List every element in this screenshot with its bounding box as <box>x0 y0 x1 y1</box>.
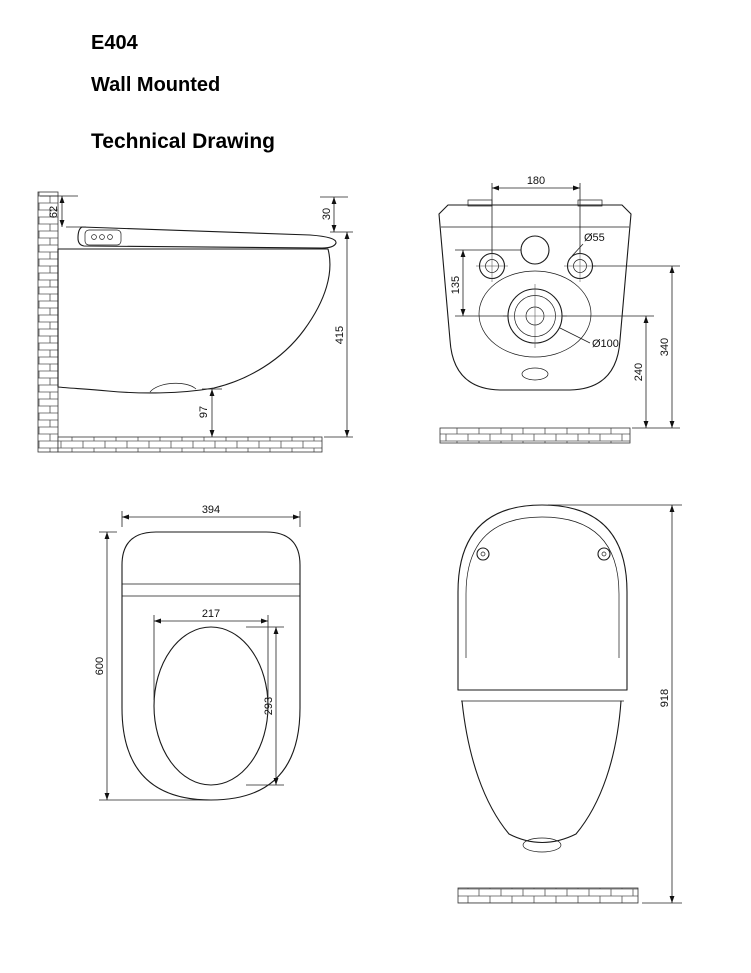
toilet-back-outline <box>438 204 632 391</box>
hinge-screw-right <box>597 547 611 561</box>
dimension-135: 135 <box>450 249 521 317</box>
control-panel <box>84 229 122 246</box>
lid-front-outline <box>457 504 628 691</box>
dim-97: 97 <box>198 406 210 418</box>
control-button-icon <box>91 234 97 240</box>
drawing-title: Technical Drawing <box>91 130 275 153</box>
dim-217: 217 <box>202 608 220 620</box>
dimension-30: 30 <box>320 196 353 233</box>
bowl-opening <box>153 626 269 786</box>
fixing-hole-left <box>476 250 508 282</box>
dim-600: 600 <box>94 657 106 675</box>
dimension-340: 340 <box>592 265 680 428</box>
mount-type-label: Wall Mounted <box>91 74 221 96</box>
base-foot <box>522 837 562 853</box>
seat-outline <box>121 531 301 801</box>
dimension-918: 918 <box>548 504 682 904</box>
seat-top-view: 394 600 217 293 <box>94 504 301 801</box>
fixing-hole-right <box>564 250 596 282</box>
bowl-contour <box>478 270 592 358</box>
dimension-97: 97 <box>198 388 222 437</box>
trap-detail <box>149 383 197 393</box>
dimension-415: 415 <box>324 232 353 438</box>
dim-180: 180 <box>527 175 545 187</box>
dimension-217: 217 <box>153 608 269 700</box>
hinge-tab <box>577 199 603 207</box>
hinge-screw-left <box>476 547 490 561</box>
dimension-180: 180 <box>491 175 581 253</box>
floor-hatch <box>439 427 631 444</box>
dimension-293: 293 <box>246 626 284 786</box>
dim-415: 415 <box>334 326 346 344</box>
control-button-icon <box>99 234 105 240</box>
dim-240: 240 <box>633 363 645 381</box>
dimension-62: 62 <box>40 195 86 228</box>
toilet-body-side <box>57 248 331 394</box>
side-view: 62 30 415 97 <box>37 191 353 453</box>
floor-hatch <box>457 887 639 904</box>
dim-293: 293 <box>263 697 275 715</box>
dimension-600: 600 <box>94 531 206 801</box>
dim-340: 340 <box>659 338 671 356</box>
flush-detail <box>521 367 549 381</box>
dimension-394: 394 <box>121 504 301 527</box>
bowl-front-outline <box>461 700 622 843</box>
dimension-hole-diameter: Ø55 <box>571 232 605 257</box>
lid-inner-line <box>465 516 620 658</box>
floor-hatch <box>57 436 323 453</box>
front-view: 918 <box>457 504 682 904</box>
control-button-icon <box>107 234 113 240</box>
dim-hole-diameter: Ø55 <box>584 232 605 244</box>
model-code: E404 <box>91 32 138 54</box>
dim-drain-diameter: Ø100 <box>592 338 619 350</box>
dim-394: 394 <box>202 504 220 516</box>
wall-hatch <box>37 191 59 453</box>
dim-918: 918 <box>659 689 671 707</box>
dim-135: 135 <box>450 276 462 294</box>
inlet-circle <box>520 235 550 265</box>
dimension-drain-diameter: Ø100 <box>559 327 619 350</box>
dim-30: 30 <box>321 208 333 220</box>
dim-62: 62 <box>48 206 60 218</box>
toilet-lid-side <box>77 226 337 249</box>
drain-outlet <box>503 284 567 348</box>
back-view: 180 Ø55 135 Ø100 240 <box>438 175 680 444</box>
